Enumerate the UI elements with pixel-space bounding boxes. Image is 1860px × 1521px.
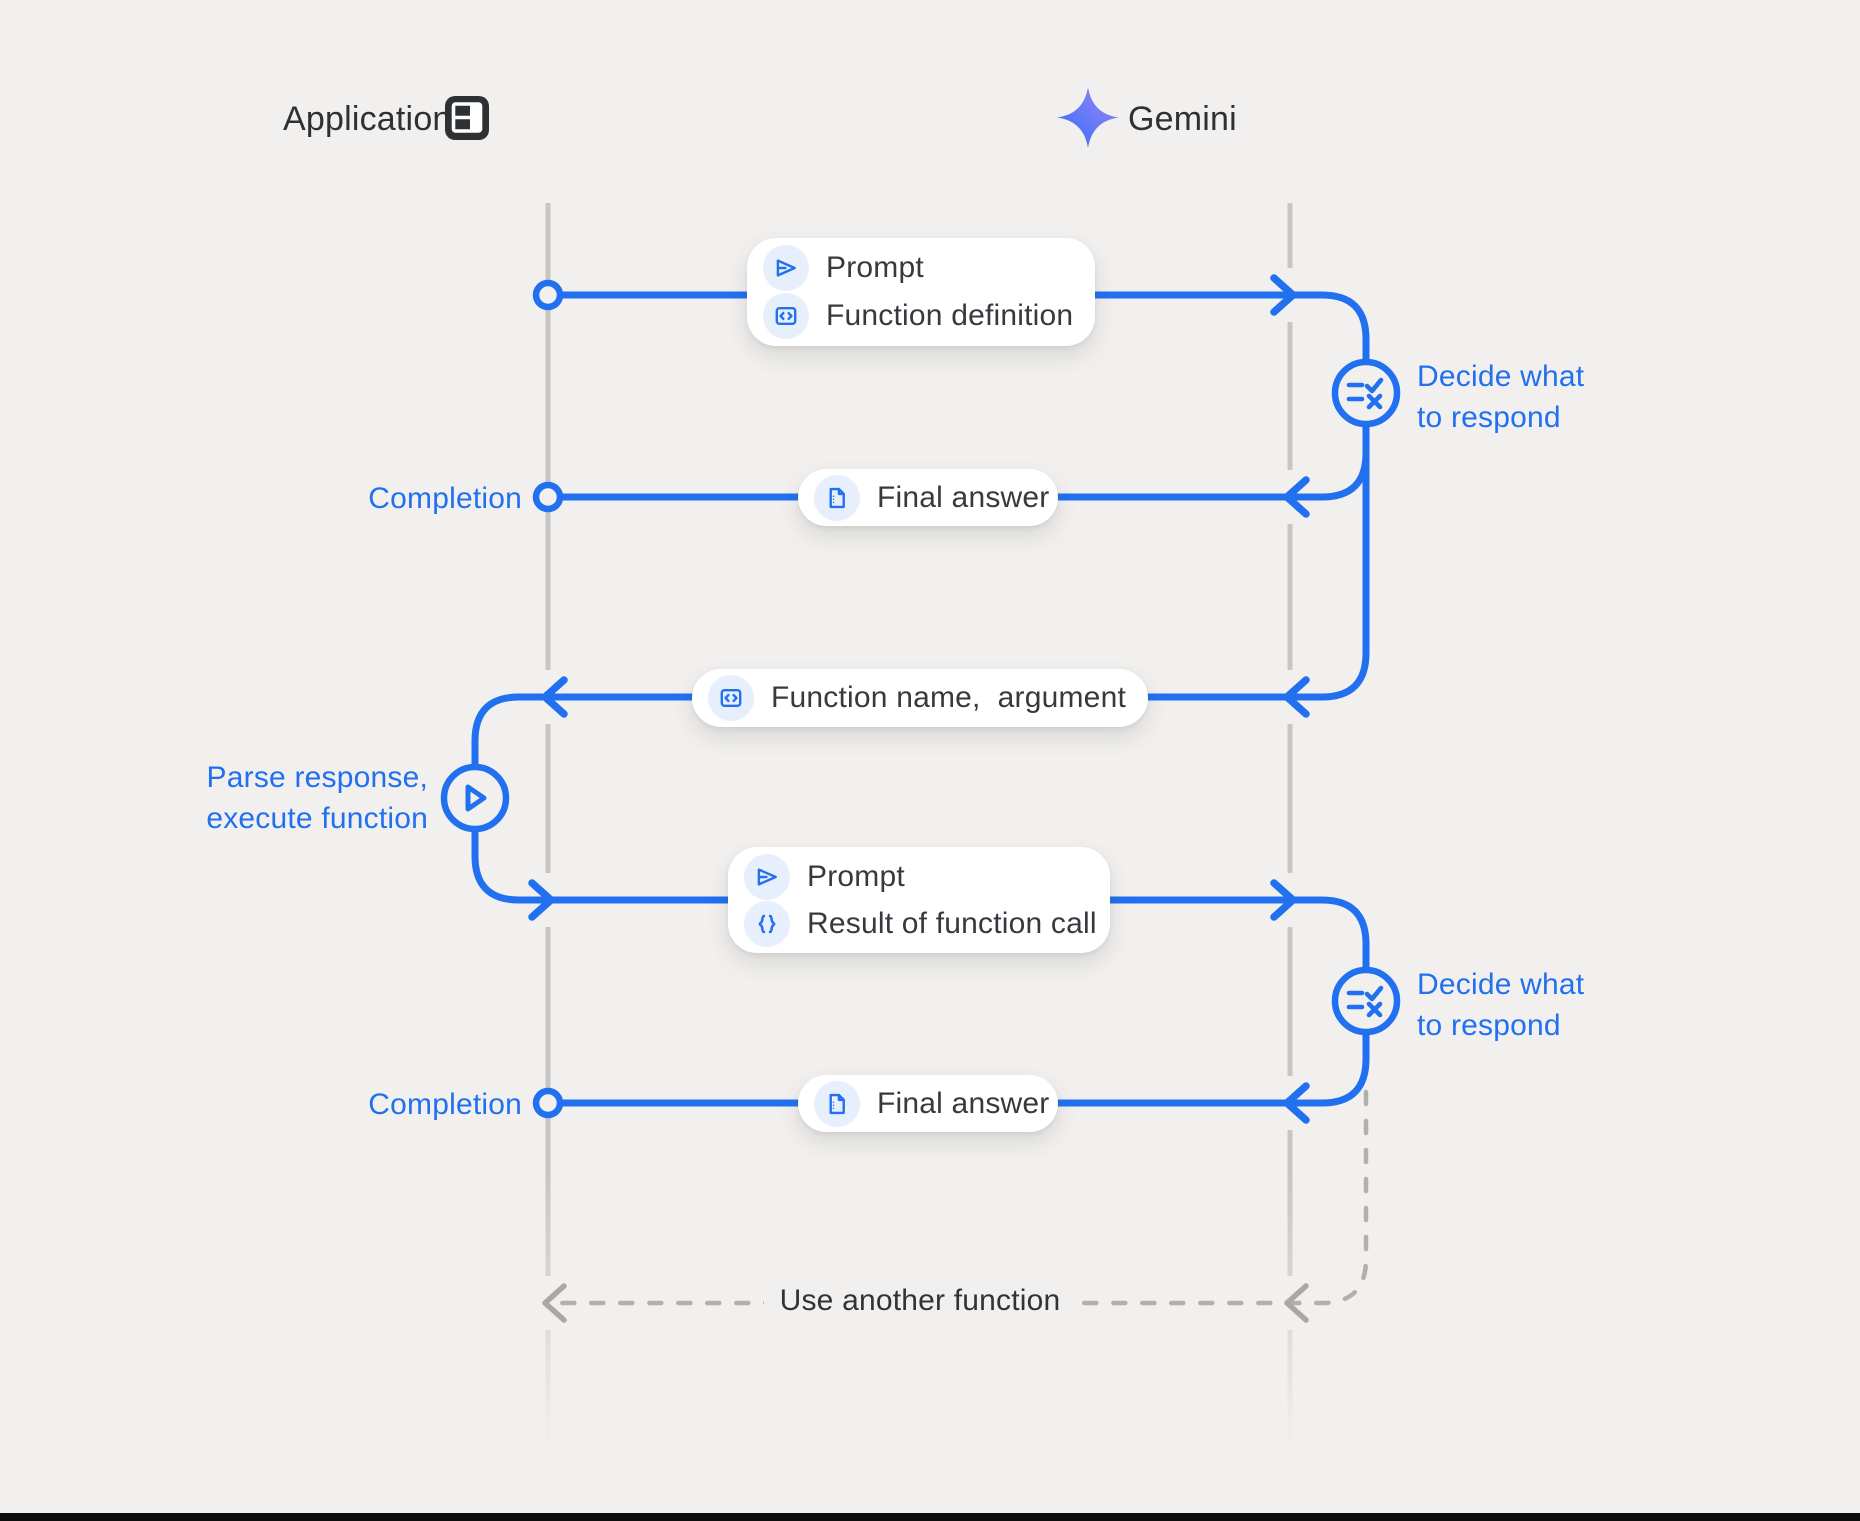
decide-label-line1: Decide what [1417, 968, 1585, 1001]
decide-node-2 [1331, 966, 1401, 1036]
pill-label: Final answer [877, 480, 1050, 514]
document-icon [814, 474, 860, 521]
parse-label-line1: Parse response, [206, 761, 428, 794]
gemini-sparkle-icon [1057, 87, 1119, 148]
completion-label-1: Completion [368, 482, 522, 515]
footer-bar [0, 1513, 1860, 1521]
decide-node-1 [1331, 358, 1401, 428]
decide-label-1: Decide what to respond [1417, 356, 1584, 438]
flow-prompt1-line [556, 291, 1370, 366]
document-icon [814, 1080, 860, 1127]
pill-row: Prompt [744, 853, 1086, 900]
message-pill-prompt-function-definition: Prompt Function definition [747, 238, 1095, 346]
actor-label-gemini: Gemini [1128, 100, 1237, 138]
pill-row: Function name, argument [708, 675, 1126, 721]
completion-circle-1 [532, 481, 564, 513]
decide-label-2: Decide what to respond [1417, 964, 1584, 1046]
rule-icon [1346, 985, 1384, 1018]
decide-label-line2: to respond [1417, 401, 1561, 434]
actor-label-application: Application [283, 100, 452, 138]
completion-label-2: Completion [368, 1088, 522, 1121]
pill-row: Final answer [814, 474, 1049, 521]
pill-label: Prompt [826, 251, 924, 284]
parse-label-line2: execute function [206, 802, 428, 835]
send-icon [763, 245, 809, 291]
pill-label: Prompt [807, 859, 905, 893]
start-circle-prompt1 [532, 279, 564, 311]
code-box-icon [763, 293, 809, 339]
pill-label: Result of function call [807, 906, 1097, 940]
app-window-icon [445, 96, 489, 140]
code-box-icon [708, 675, 754, 721]
braces-icon [744, 900, 790, 947]
pill-label: Function name, argument [771, 681, 1126, 714]
message-pill-final-answer-2: Final answer [798, 1075, 1058, 1132]
pill-label: Function definition [826, 299, 1074, 332]
pill-row: Result of function call [744, 900, 1097, 947]
pill-label: Final answer [877, 1086, 1050, 1120]
message-pill-final-answer-1: Final answer [798, 469, 1058, 526]
message-pill-function-name-argument: Function name, argument [692, 669, 1148, 727]
parse-node [440, 763, 510, 833]
message-pill-prompt-result: Prompt Result of function call [728, 847, 1110, 953]
parse-response-label: Parse response, execute function [168, 757, 428, 839]
decide-label-line2: to respond [1417, 1009, 1561, 1042]
completion-circle-2 [532, 1087, 564, 1119]
loop-label-wrap: Use another function [740, 1284, 1100, 1318]
decide-label-line1: Decide what [1417, 360, 1585, 393]
rule-icon [1346, 377, 1384, 410]
loop-label: Use another function [763, 1284, 1077, 1317]
send-icon [744, 853, 790, 900]
play-icon [465, 784, 487, 812]
pill-row: Final answer [814, 1080, 1049, 1127]
flow-final-answer2-line [556, 1028, 1370, 1107]
flow-final-answer1-line [556, 436, 1370, 501]
lifeline-gaps [537, 268, 1301, 1330]
pill-row: Prompt [763, 244, 1071, 292]
pill-row: Function definition [763, 292, 1074, 340]
loop-dashed-line [553, 1089, 1369, 1306]
